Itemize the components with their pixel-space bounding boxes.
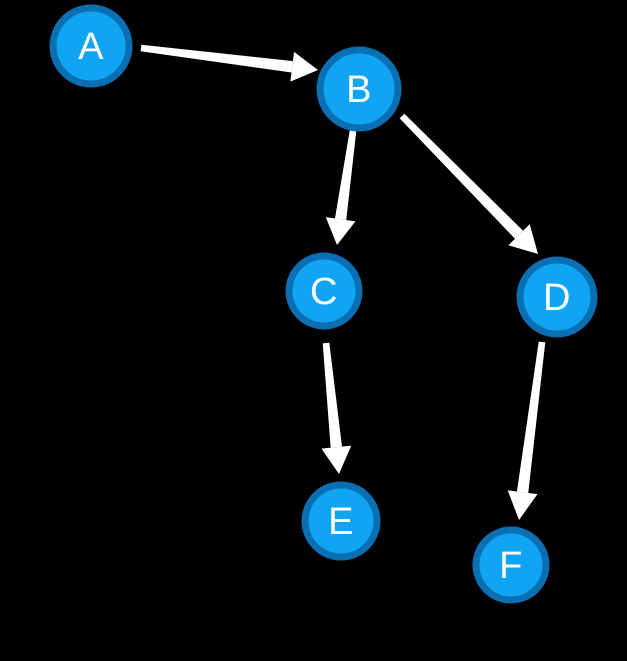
node-circle[interactable] xyxy=(285,252,363,330)
graph-edge-a-b xyxy=(140,44,318,82)
edge-arrowhead-icon xyxy=(507,490,538,520)
edge-arrowhead-icon xyxy=(508,224,538,254)
node-circle[interactable] xyxy=(49,4,133,88)
node-label: C xyxy=(310,271,338,313)
node-circle[interactable] xyxy=(516,256,598,338)
graph-node-a[interactable]: A xyxy=(49,4,133,88)
graph-node-c[interactable]: C xyxy=(285,252,363,330)
node-circle[interactable] xyxy=(301,481,381,561)
graph-edge-b-c xyxy=(325,130,357,245)
edge-shaft xyxy=(399,113,524,239)
node-label: A xyxy=(78,26,104,68)
graph-node-e[interactable]: E xyxy=(301,481,381,561)
edge-shaft xyxy=(322,342,343,448)
edges-layer xyxy=(140,44,546,520)
node-label: D xyxy=(543,277,571,319)
graph-edge-c-e xyxy=(321,342,352,474)
edge-shaft xyxy=(516,341,546,493)
graph-node-d[interactable]: D xyxy=(516,256,598,338)
graph-node-f[interactable]: F xyxy=(472,526,550,604)
graph-edge-b-d xyxy=(399,113,538,254)
edge-shaft xyxy=(140,44,293,73)
graph-node-b[interactable]: B xyxy=(316,46,402,132)
node-label: B xyxy=(346,69,372,111)
node-circle[interactable] xyxy=(472,526,550,604)
graph-edge-d-f xyxy=(507,341,546,520)
edge-arrowhead-icon xyxy=(290,51,318,82)
node-label: F xyxy=(499,545,523,587)
node-circle[interactable] xyxy=(316,46,402,132)
nodes-layer: A B C D E F xyxy=(49,4,598,604)
edge-shaft xyxy=(334,130,357,221)
edge-arrowhead-icon xyxy=(325,217,356,245)
node-label: E xyxy=(328,501,354,543)
edge-arrowhead-icon xyxy=(321,445,352,474)
